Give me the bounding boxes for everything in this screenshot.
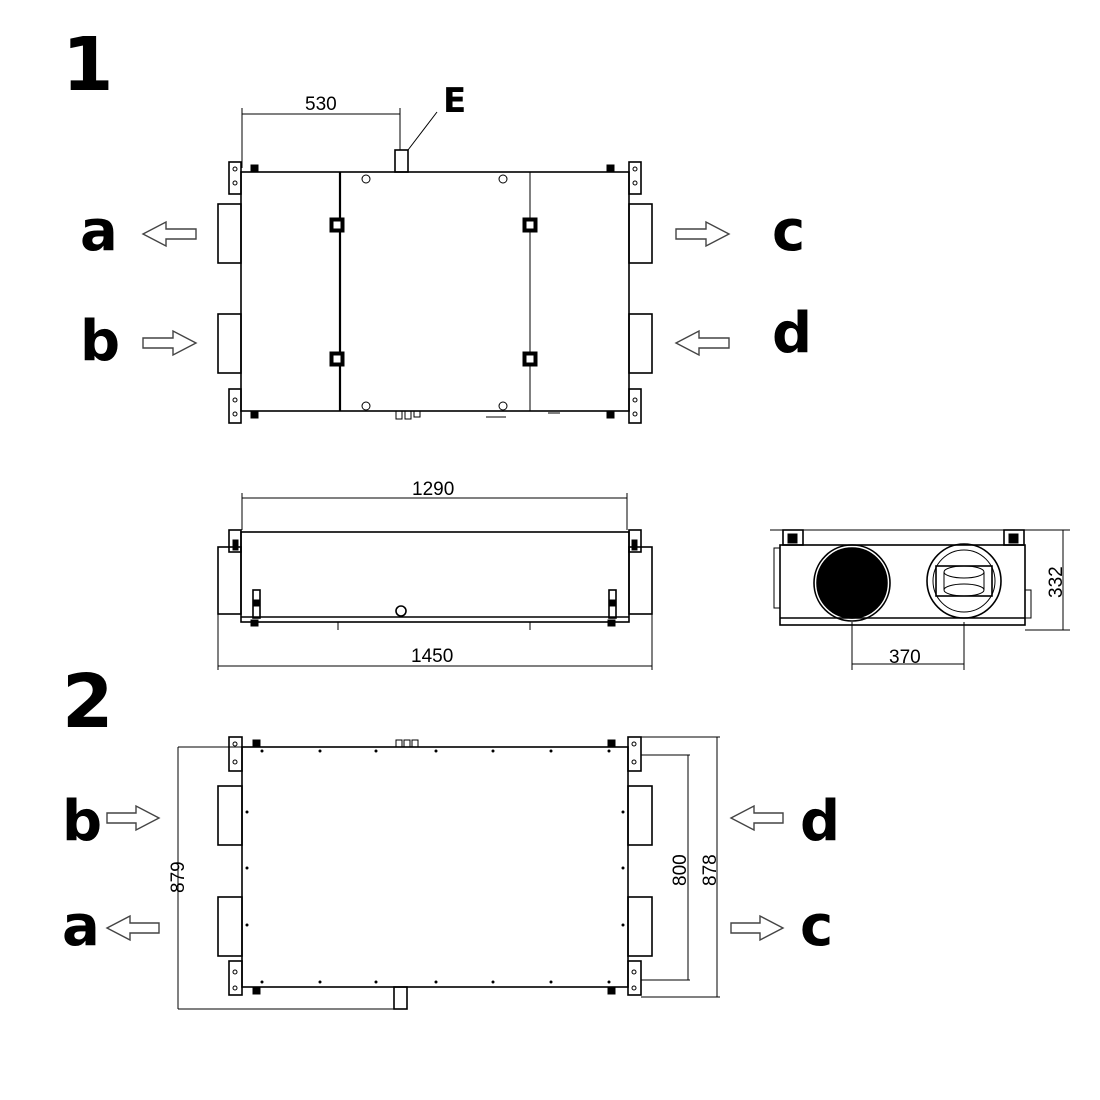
- port-b-label-view1: b: [80, 309, 120, 374]
- dimension-530: 530: [241, 94, 401, 168]
- dimension-1450-label: 1450: [411, 646, 453, 667]
- arrow-d-view1: [674, 329, 730, 357]
- dimension-800-label: 800: [670, 854, 691, 886]
- front-view: 1290 1450: [217, 479, 653, 670]
- arrow-c-view1: [675, 220, 731, 248]
- arrow-b-view2: [106, 804, 161, 832]
- dimension-370-label: 370: [889, 647, 921, 668]
- arrow-d-view2: [729, 804, 784, 832]
- view-2-number: 2: [62, 659, 114, 745]
- dimension-878-label: 878: [700, 854, 721, 886]
- dimension-1290-label: 1290: [412, 479, 454, 500]
- view-1: 1: [62, 22, 812, 424]
- side-view: 332 370: [770, 529, 1070, 670]
- port-a-label-view2: a: [62, 894, 100, 959]
- port-e-leader: [407, 111, 438, 151]
- side-duct-left: [816, 547, 888, 619]
- dimension-879-label: 879: [168, 861, 189, 893]
- unit-body-top: [217, 149, 653, 424]
- arrow-a-view2: [105, 914, 160, 942]
- port-c-label-view1: c: [772, 199, 805, 264]
- view-2: 2: [62, 659, 840, 1010]
- port-b-label-view2: b: [62, 789, 102, 854]
- arrow-b-view1: [142, 329, 198, 357]
- view-1-number: 1: [62, 22, 114, 108]
- dimension-332-label: 332: [1046, 566, 1067, 598]
- arrow-c-view2: [730, 914, 785, 942]
- port-d-label-view1: d: [772, 301, 812, 366]
- panel-screws: [245, 749, 625, 984]
- side-duct-right-fan: [926, 543, 1002, 619]
- port-d-label-view2: d: [800, 789, 840, 854]
- dimension-530-label: 530: [305, 94, 337, 115]
- port-a-label-view1: a: [80, 199, 118, 264]
- arrow-a-view1: [141, 220, 197, 248]
- port-e-label: E: [443, 81, 466, 121]
- port-c-label-view2: c: [800, 894, 833, 959]
